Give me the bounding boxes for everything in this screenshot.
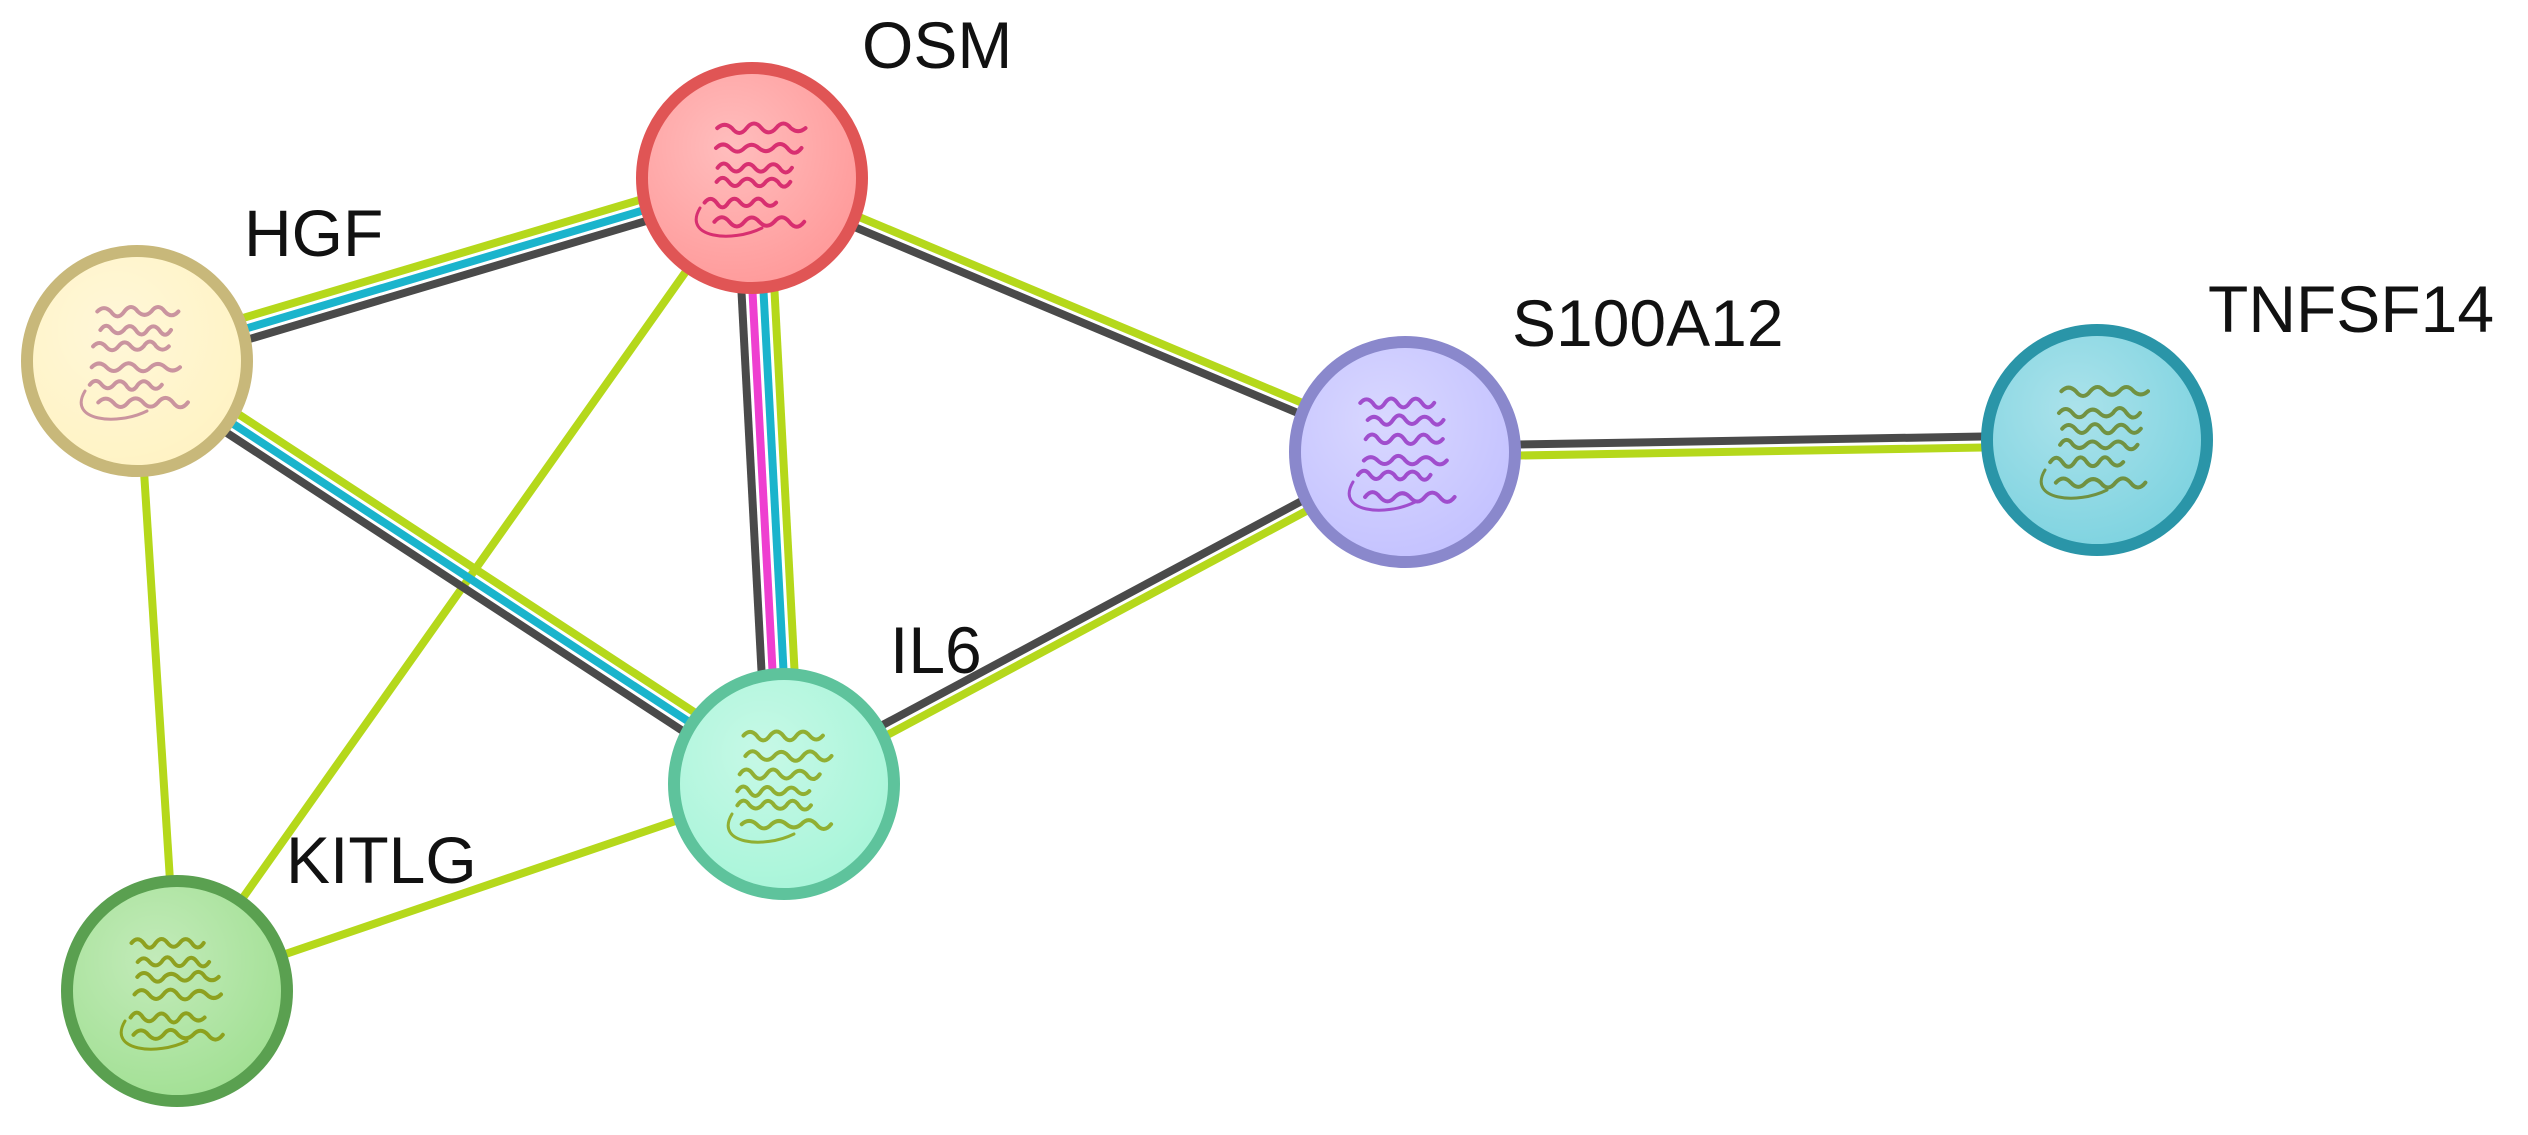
structure-ribbon: [2060, 422, 2143, 436]
edge-line-coexpression: [779, 443, 1405, 783]
alpha-helix-bundle-icon: [694, 121, 808, 238]
structure-ribbon: [2053, 476, 2148, 490]
structure-ribbon: [135, 955, 212, 969]
structure-ribbon: [735, 798, 813, 812]
node-s100a12[interactable]: [1289, 336, 1521, 568]
edge-s100a12-il6[interactable]: [779, 443, 1410, 793]
helical-cytokine-icon: [119, 937, 225, 1051]
structure-ribbon: [702, 196, 779, 210]
structure-ribbon: [715, 161, 794, 175]
structure-loop: [119, 1019, 189, 1051]
structure-ribbon: [1363, 432, 1445, 447]
node-shine-il6: [680, 680, 888, 888]
nodes-layer: [21, 62, 2213, 1107]
node-tnfsf14[interactable]: [1981, 324, 2213, 556]
structure-ribbon: [89, 361, 182, 374]
structure-loop: [726, 812, 796, 844]
structure-ribbon: [135, 969, 221, 984]
node-shine-tnfsf14: [1993, 336, 2201, 544]
node-osm[interactable]: [636, 62, 868, 294]
structure-ribbon: [2058, 437, 2140, 452]
node-shine-s100a12: [1301, 348, 1509, 556]
node-hgf[interactable]: [21, 245, 253, 477]
structure-ribbon: [2057, 406, 2142, 420]
node-label-il6: IL6: [890, 613, 982, 687]
node-il6[interactable]: [668, 668, 900, 900]
node-label-tnfsf14: TNFSF14: [2208, 272, 2494, 346]
structure-ribbon: [129, 937, 206, 950]
node-label-kitlg: KITLG: [286, 823, 477, 897]
structure-ribbon: [714, 142, 804, 155]
structure-ribbon: [95, 305, 181, 319]
node-label-osm: OSM: [862, 8, 1012, 82]
structure-ribbon: [96, 395, 190, 410]
structure-ribbon: [715, 121, 808, 135]
structure-ribbon: [2048, 455, 2126, 469]
structure-ribbon: [741, 729, 825, 743]
structure-ribbon: [131, 1027, 225, 1042]
node-shine-hgf: [33, 257, 241, 465]
edge-osm-s100a12[interactable]: [748, 169, 1409, 461]
structure-ribbon: [1363, 490, 1457, 504]
beta-sandwich-icon: [2039, 384, 2150, 500]
structure-loop: [694, 206, 764, 238]
structure-ribbon: [735, 784, 812, 798]
structure-ribbon: [128, 1010, 207, 1025]
structure-ribbon: [91, 339, 171, 353]
structure-ribbon: [2059, 384, 2150, 398]
structure-ribbon: [743, 749, 834, 763]
edge-line-coexpression: [748, 179, 1405, 461]
structure-ribbon: [739, 818, 834, 831]
node-shine-osm: [648, 74, 856, 282]
structure-ribbon: [132, 987, 223, 1002]
edge-line-coexpression: [128, 366, 781, 797]
structure-loop: [1347, 480, 1417, 512]
structure-ribbon: [98, 323, 173, 337]
edge-line-textmining: [140, 348, 793, 779]
node-label-s100a12: S100A12: [1512, 286, 1784, 360]
structure-ribbon: [712, 215, 807, 229]
structure-ribbon: [1365, 413, 1446, 427]
kringle-domain-icon: [79, 305, 190, 421]
edge-hgf-il6[interactable]: [128, 348, 793, 797]
structure-loop: [79, 389, 149, 421]
node-kitlg[interactable]: [61, 875, 293, 1107]
node-label-hgf: HGF: [244, 196, 383, 270]
edge-line-textmining: [784, 453, 1410, 793]
labels-layer: OSM HGF S100A12 TNFSF14 IL6 KITLG: [244, 8, 2494, 897]
ef-hand-icon: [1347, 396, 1457, 512]
structure-loop: [2039, 468, 2109, 500]
structure-ribbon: [1361, 453, 1449, 467]
structure-ribbon: [1358, 396, 1437, 410]
structure-ribbon: [1356, 468, 1433, 482]
edge-line-textmining: [752, 169, 1409, 451]
structure-ribbon: [87, 378, 164, 392]
edge-line-database: [134, 357, 787, 788]
four-helix-bundle-icon: [726, 729, 834, 844]
structure-ribbon: [714, 175, 793, 189]
structure-ribbon: [737, 767, 822, 782]
